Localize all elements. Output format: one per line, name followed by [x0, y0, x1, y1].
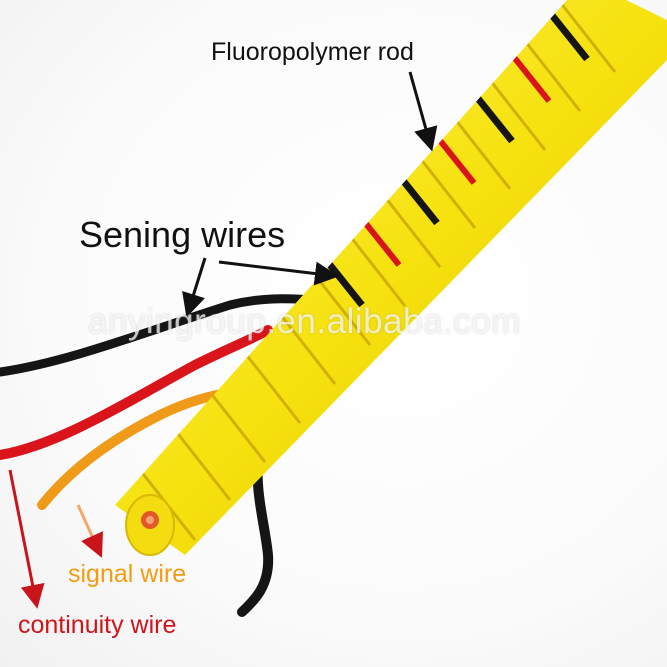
rod-arrow — [408, 71, 438, 152]
signal-wire-label: signal wire — [68, 560, 187, 588]
signal-arrow — [76, 504, 103, 558]
sensing-arrow-right — [218, 260, 339, 286]
sensing-wires-label: Sening wires — [79, 214, 286, 255]
watermark-text: anyingroup.en.alibaba.com — [88, 302, 521, 341]
continuity-arrow — [8, 469, 45, 609]
continuity-wire — [0, 325, 273, 460]
signal-wire — [37, 387, 237, 510]
sensing-arrow-left — [182, 257, 207, 318]
continuity-wire-label: continuity wire — [18, 611, 177, 639]
fluoropolymer-rod-label: Fluoropolymer rod — [211, 38, 414, 66]
